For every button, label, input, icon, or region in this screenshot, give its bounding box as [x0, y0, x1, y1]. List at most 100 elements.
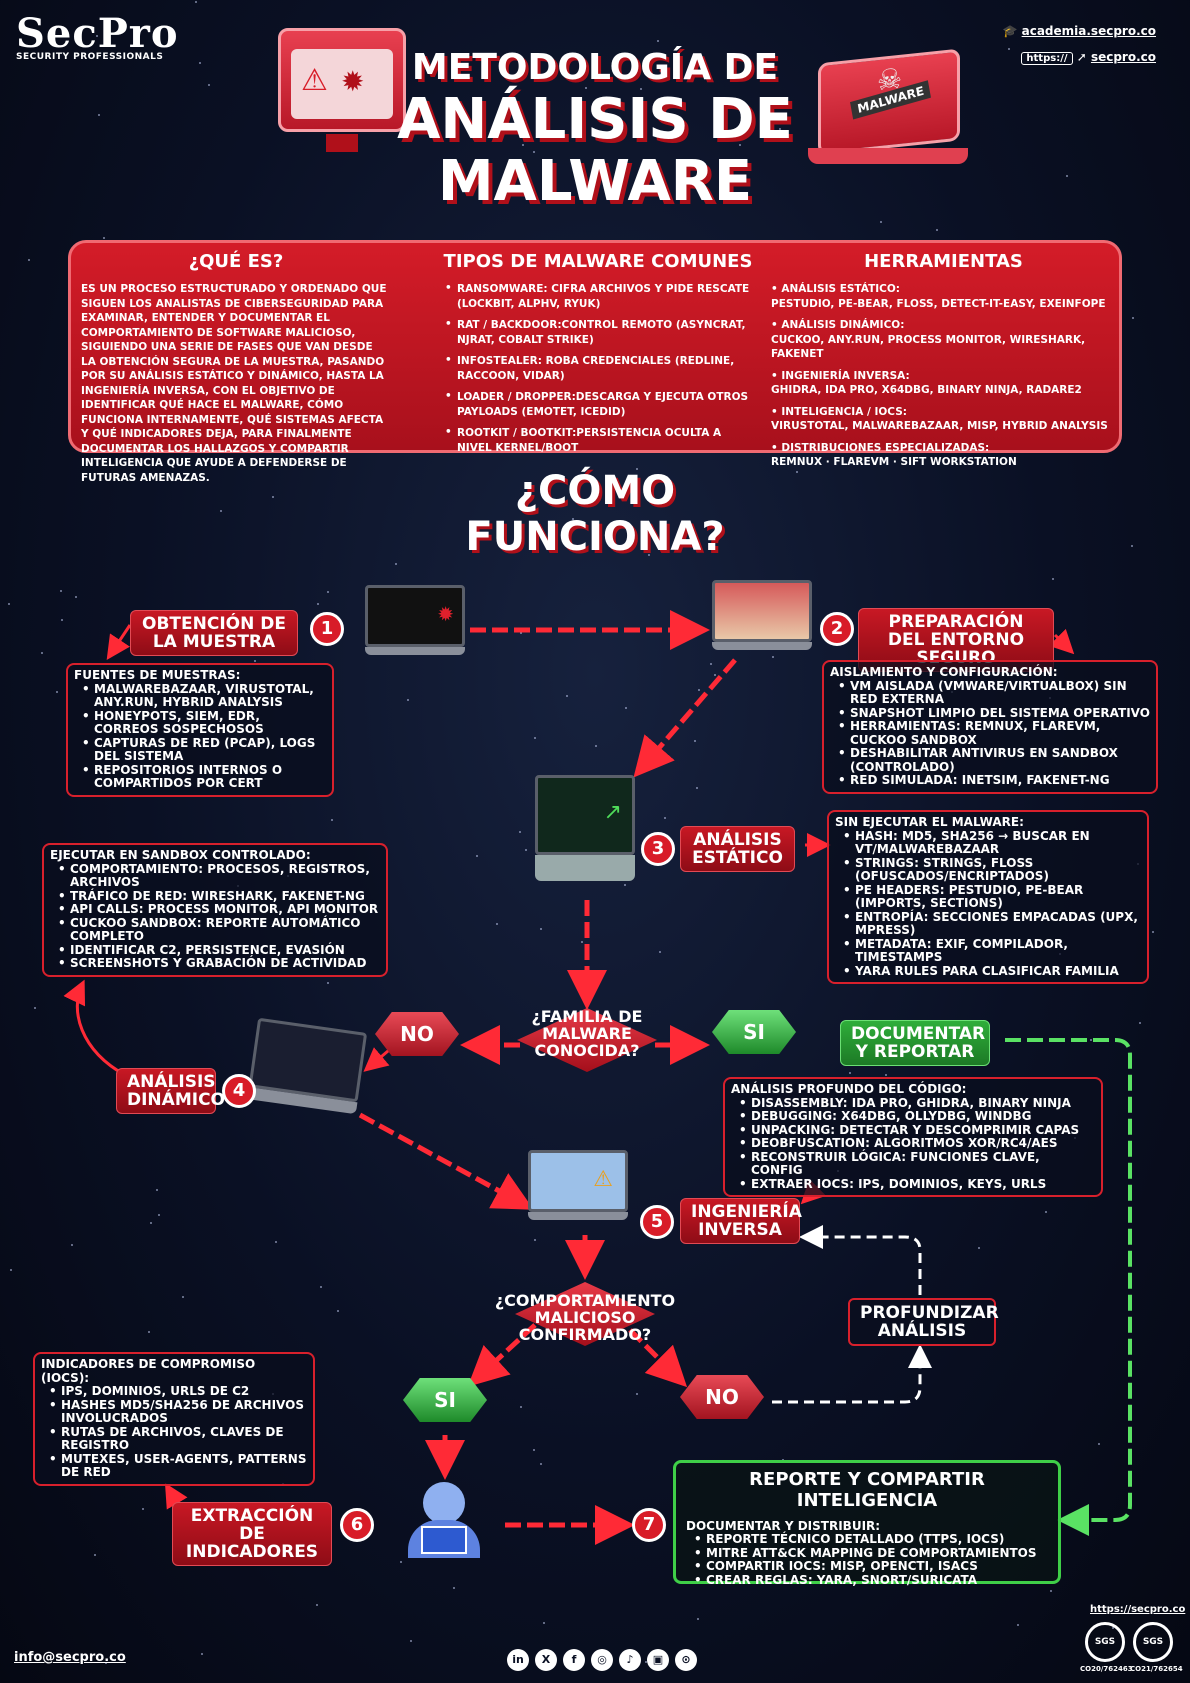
- list-item: VM AISLADA (VMWARE/VIRTUALBOX) SIN RED E…: [830, 679, 1150, 707]
- virus-icon: ✹: [437, 602, 454, 626]
- star: [320, 1286, 322, 1288]
- list-item: HONEYPOTS, SIEM, EDR, CORREOS SOSPECHOSO…: [74, 709, 326, 737]
- star: [217, 1103, 219, 1105]
- star: [885, 1074, 887, 1076]
- star: [316, 1604, 318, 1606]
- laptop-step-4: [246, 1017, 368, 1115]
- cursor-icon: ➚: [1076, 50, 1087, 64]
- star: [28, 259, 30, 261]
- star: [410, 1640, 412, 1642]
- x-icon[interactable]: X: [535, 1649, 557, 1671]
- star: [56, 691, 58, 693]
- laptop-base: [808, 148, 968, 164]
- star: [41, 652, 43, 654]
- malware-laptop-illustration: MALWARE ☠: [818, 48, 960, 156]
- list-item: RANSOMWARE: CIFRA ARCHIVOS Y PIDE RESCAT…: [443, 281, 753, 311]
- star: [453, 1587, 455, 1589]
- monitor-screen: [291, 49, 393, 119]
- star: [521, 126, 523, 128]
- star: [543, 1622, 545, 1624]
- details-title: SIN EJECUTAR EL MALWARE:: [835, 815, 1024, 829]
- star: [1152, 931, 1154, 933]
- list-item: ROOTKIT / BOOTKIT:PERSISTENCIA OCULTA A …: [443, 425, 753, 455]
- star: [34, 1007, 36, 1009]
- step-5-details: ANÁLISIS PROFUNDO DEL CÓDIGO: DISASSEMBL…: [723, 1077, 1103, 1197]
- warning-icon: ⚠: [593, 1167, 613, 1192]
- star: [657, 40, 659, 42]
- star: [201, 1653, 203, 1655]
- star: [220, 510, 222, 512]
- list-item: COMPARTIR IOCS: MISP, OPENCTI, ISACS: [686, 1559, 1048, 1574]
- star: [61, 619, 63, 621]
- laptop-step-5: ⚠: [528, 1150, 628, 1220]
- star: [779, 128, 781, 130]
- star: [1052, 578, 1054, 580]
- step-5-label: INGENIERÍA INVERSA: [680, 1198, 802, 1244]
- step-6-number: 6: [340, 1508, 374, 1542]
- step-3-details: SIN EJECUTAR EL MALWARE: HASH: MD5, SHA2…: [827, 810, 1149, 984]
- star: [1017, 1624, 1019, 1626]
- email-link[interactable]: info@secpro.co: [14, 1650, 126, 1665]
- list-item: EXTRAER IOCS: IPS, DOMINIOS, KEYS, URLS: [731, 1177, 1095, 1192]
- github-icon[interactable]: ⊙: [675, 1649, 697, 1671]
- step-7-number: 7: [632, 1508, 666, 1542]
- decision-2-si: SI: [403, 1378, 487, 1422]
- list-item: HERRAMIENTAS: REMNUX, FLAREVM, CUCKOO SA…: [830, 719, 1150, 747]
- types-list: RANSOMWARE: CIFRA ARCHIVOS Y PIDE RESCAT…: [443, 281, 753, 455]
- star: [96, 35, 98, 37]
- list-item: HASH: MD5, SHA256 → BUSCAR EN VT/MALWARE…: [835, 829, 1141, 857]
- footer-site-link[interactable]: https://secpro.co: [1090, 1604, 1186, 1615]
- list-item: YARA RULES PARA CLASIFICAR FAMILIA: [835, 964, 1141, 979]
- star: [254, 660, 256, 662]
- sgs-cert-1-icon: SGS: [1085, 1622, 1125, 1662]
- list-item: RUTAS DE ARCHIVOS, CLAVES DE REGISTRO: [41, 1425, 307, 1453]
- step-3-number: 3: [641, 832, 675, 866]
- list-item: UNPACKING: DETECTAR Y DESCOMPRIMIR CAPAS: [731, 1123, 1095, 1138]
- star: [142, 1508, 144, 1510]
- star: [714, 674, 716, 676]
- title-line-1: METODOLOGÍA DE: [411, 47, 779, 88]
- site-link[interactable]: secpro.co: [1090, 50, 1156, 64]
- details-title: ANÁLISIS PROFUNDO DEL CÓDIGO:: [731, 1082, 967, 1096]
- brand-name: SecPro: [16, 10, 179, 57]
- details-title: EJECUTAR EN SANDBOX CONTROLADO:: [50, 848, 311, 862]
- list-item: DISASSEMBLY: IDA PRO, GHIDRA, BINARY NIN…: [731, 1096, 1095, 1111]
- what-text: ES UN PROCESO ESTRUCTURADO Y ORDENADO QU…: [81, 283, 387, 484]
- star: [739, 144, 741, 146]
- star: [275, 1241, 277, 1243]
- brand-tagline: SECURITY PROFESSIONALS: [16, 52, 164, 62]
- facebook-icon[interactable]: f: [563, 1649, 585, 1671]
- list-item: API CALLS: PROCESS MONITOR, API MONITOR: [50, 902, 380, 917]
- star: [156, 1189, 158, 1191]
- twitch-icon[interactable]: ▣: [647, 1649, 669, 1671]
- decision-1-si: SI: [712, 1010, 796, 1054]
- document-report-label: DOCUMENTAR Y REPORTAR: [840, 1020, 990, 1066]
- tools-list: • ANÁLISIS ESTÁTICO:PESTUDIO, PE-BEAR, F…: [771, 282, 1116, 470]
- linkedin-icon[interactable]: in: [507, 1649, 529, 1671]
- instagram-icon[interactable]: ◎: [591, 1649, 613, 1671]
- tool-category: • DISTRIBUCIONES ESPECIALIZADAS:: [771, 441, 990, 454]
- star: [400, 1561, 402, 1563]
- star: [337, 1310, 339, 1312]
- title-line-3: MALWARE: [437, 149, 753, 214]
- list-item: CREAR REGLAS: YARA, SNORT/SURICATA: [686, 1573, 1048, 1588]
- star: [595, 745, 597, 747]
- academy-link[interactable]: academia.secpro.co: [1021, 24, 1156, 38]
- star: [1132, 317, 1134, 319]
- star: [936, 229, 938, 231]
- star: [533, 1449, 535, 1451]
- list-item: DESHABILITAR ANTIVIRUS EN SANDBOX (CONTR…: [830, 746, 1150, 774]
- list-item: IDENTIFICAR C2, PERSISTENCE, EVASIÓN: [50, 943, 380, 958]
- tool-category: • INTELIGENCIA / IOCS:: [771, 405, 907, 418]
- star: [624, 884, 626, 886]
- graduation-cap-icon: 🎓: [1002, 24, 1018, 38]
- star: [327, 982, 329, 984]
- deepen-analysis-label: PROFUNDIZAR ANÁLISIS: [848, 1298, 999, 1346]
- decision-2-no: NO: [680, 1375, 764, 1419]
- star: [659, 951, 661, 953]
- star: [696, 787, 698, 789]
- list-item: COMPORTAMIENTO: PROCESOS, REGISTROS, ARC…: [50, 862, 380, 890]
- how-heading: ¿CÓMO FUNCIONA?: [465, 468, 725, 560]
- tiktok-icon[interactable]: ♪: [619, 1649, 641, 1671]
- star: [327, 591, 329, 593]
